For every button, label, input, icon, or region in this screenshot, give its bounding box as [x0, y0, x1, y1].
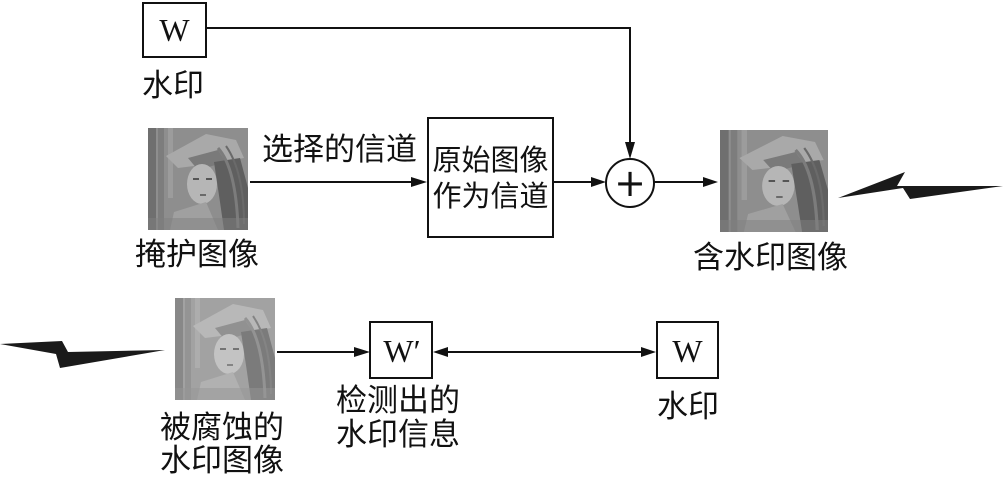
- cover-image-label: 掩护图像: [135, 237, 259, 272]
- watermark-box-label: W: [159, 12, 190, 48]
- corrupted-image: [173, 296, 277, 402]
- selected-channel-label: 选择的信道: [262, 132, 417, 167]
- watermark-box: [142, 2, 207, 58]
- detected-watermark-label-line2: 水印信息: [336, 417, 460, 452]
- lightning-icon: [838, 172, 1003, 199]
- watermarked-image-label: 含水印图像: [693, 240, 848, 275]
- original-watermark-label: 水印: [657, 389, 719, 424]
- adder-symbol: +: [614, 161, 646, 205]
- corrupted-image-label-line1: 被腐蚀的: [160, 410, 284, 445]
- watermarked-image: [718, 128, 830, 234]
- lightning-icon: [0, 341, 165, 368]
- watermark-to-adder-arrowhead: [625, 142, 635, 159]
- compare-arrowhead-left: [433, 347, 448, 357]
- adder-to-output-arrowhead: [703, 177, 718, 187]
- detected-watermark-box: [369, 321, 433, 379]
- corrupted-to-detected-arrowhead: [354, 347, 370, 357]
- cover-image: [146, 126, 250, 232]
- channel-box-line2: 作为信道: [432, 180, 548, 213]
- watermark-to-adder-line: [206, 27, 631, 146]
- channel-to-adder-arrowhead: [591, 177, 606, 187]
- compare-arrowhead-right: [641, 347, 656, 357]
- detected-watermark-label-line1: 检测出的: [336, 383, 460, 418]
- cover-to-channel-arrowhead: [411, 177, 427, 187]
- original-watermark-box-label: W: [672, 333, 703, 369]
- channel-box: [427, 117, 554, 238]
- corrupted-image-label-line2: 水印图像: [160, 443, 284, 478]
- original-watermark-box: [656, 321, 719, 379]
- watermark-label: 水印: [142, 68, 204, 103]
- channel-box-line1: 原始图像: [432, 144, 548, 177]
- detected-watermark-box-label: W′: [383, 333, 420, 369]
